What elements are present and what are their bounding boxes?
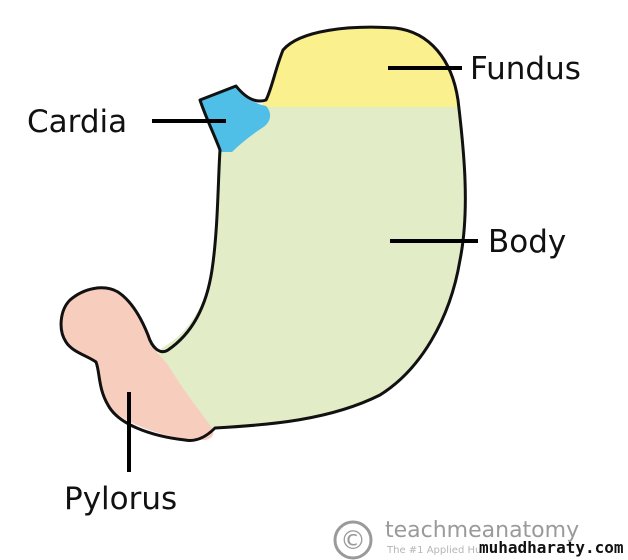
watermark: © teachmeanatomy The #1 Applied Hu muhad… xyxy=(333,518,624,560)
body-region xyxy=(154,27,466,429)
stomach-outline xyxy=(59,25,467,442)
fundus-label: Fundus xyxy=(470,51,581,87)
pylorus-label: Pylorus xyxy=(64,481,177,517)
pylorus-region xyxy=(61,287,214,440)
watermark-site: muhadharaty.com xyxy=(479,538,624,557)
watermark-tagline: The #1 Applied Hu xyxy=(386,545,481,556)
watermark-brand: teachmeanatomy xyxy=(385,518,579,543)
fundus-region xyxy=(255,27,466,107)
cardia-region xyxy=(200,86,271,152)
cardia-label: Cardia xyxy=(27,104,127,140)
copyright-logo-ring xyxy=(333,520,373,560)
copyright-symbol: © xyxy=(340,526,366,556)
body-label: Body xyxy=(488,224,566,260)
